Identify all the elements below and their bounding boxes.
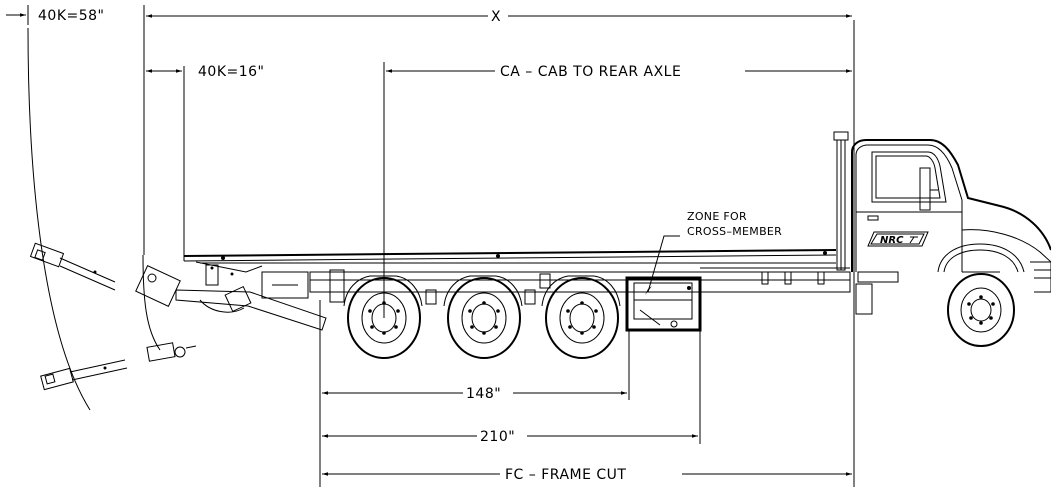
dimension-40k-16-label: 40K=16"	[198, 64, 264, 80]
dimension-40k-58: 40K=58"	[6, 5, 104, 25]
dimension-frame-cut-label: FC – FRAME CUT	[505, 467, 626, 483]
nrc-logo-text: NRC	[880, 235, 904, 246]
underlift-position-mid	[146, 342, 197, 362]
nrc-logo-badge: NRC	[867, 231, 929, 247]
rear-wheel-3	[541, 275, 621, 359]
dimension-frame-cut: FC – FRAME CUT	[322, 20, 855, 487]
truck-cab	[833, 131, 1051, 315]
underlift-position-upper	[29, 242, 116, 291]
dimension-cab-to-axle: CA – CAB TO REAR AXLE	[383, 62, 852, 318]
front-wheel	[937, 243, 1025, 347]
dimension-x-label: X	[491, 9, 501, 25]
dimension-210: 210"	[322, 330, 701, 445]
carrier-deck	[183, 249, 837, 264]
dimension-210-label: 210"	[480, 429, 515, 445]
dimension-x: X	[143, 5, 852, 255]
cross-member-callout: ZONE FOR CROSS–MEMBER	[645, 210, 782, 295]
dimension-40k-16: 40K=16"	[146, 64, 264, 258]
callout-line-1: ZONE FOR	[687, 210, 747, 223]
underlift-position-lower	[40, 359, 128, 391]
rear-wheel-2	[443, 275, 523, 359]
rear-underlift-assembly	[135, 261, 327, 331]
cross-member-zone	[625, 276, 702, 332]
callout-line-2: CROSS–MEMBER	[687, 225, 782, 238]
dimension-40k-58-label: 40K=58"	[38, 8, 104, 24]
dimension-cab-to-axle-label: CA – CAB TO REAR AXLE	[500, 64, 681, 80]
truck-frame	[309, 267, 851, 305]
dimension-148-label: 148"	[466, 386, 501, 402]
underlift-swing-arc	[27, 27, 161, 411]
dimension-148: 148"	[319, 300, 630, 487]
rear-wheel-1	[343, 275, 423, 359]
